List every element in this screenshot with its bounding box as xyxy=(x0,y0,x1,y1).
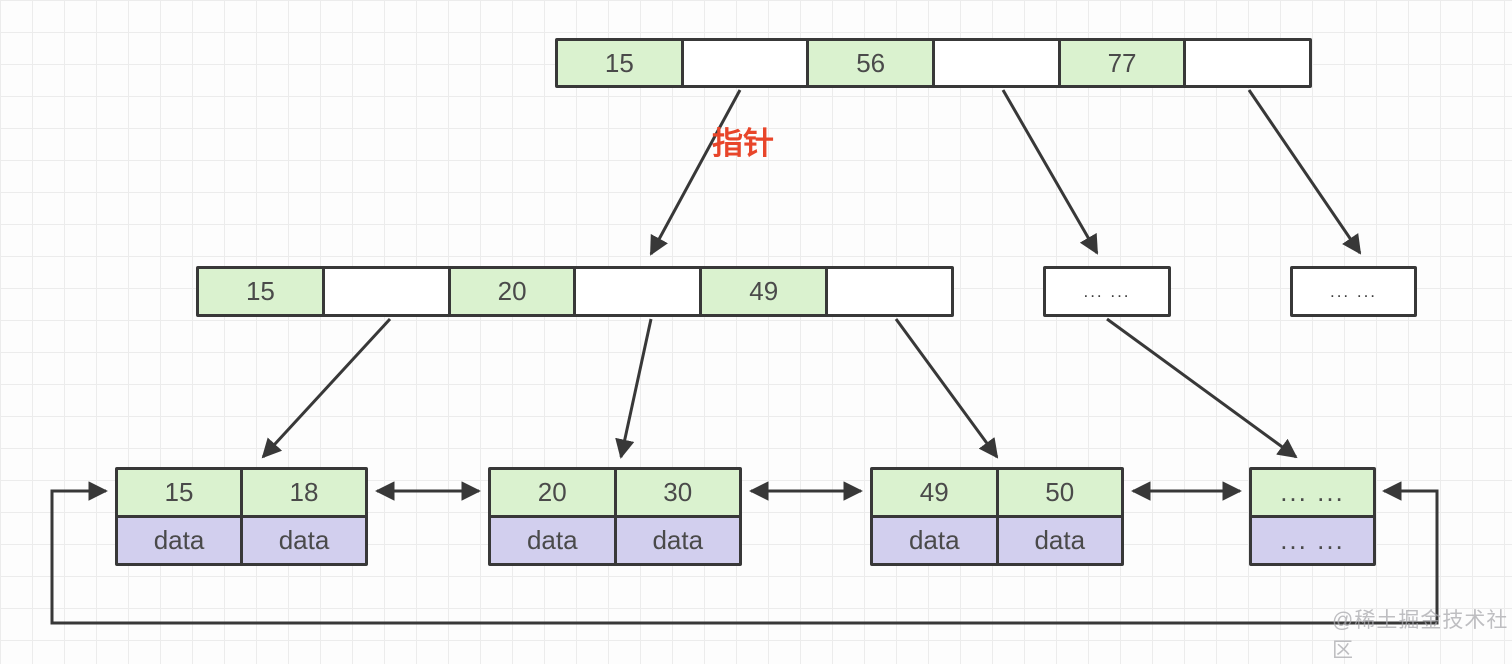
leaf-node-2: 20 30 data data xyxy=(488,467,742,566)
internal-pointer-cell xyxy=(576,269,700,314)
arrow-root-to-more-right xyxy=(1247,89,1362,255)
root-pointer-cell xyxy=(683,41,807,85)
leaf-data-cell: data xyxy=(998,518,1121,563)
ellipsis-cell: ... ... xyxy=(1293,269,1414,314)
leaf-node-1: 15 18 data data xyxy=(115,467,368,566)
leaf-key-cell: 50 xyxy=(998,470,1121,515)
internal-key-cell: 15 xyxy=(199,269,322,314)
leaf-key-cell: 49 xyxy=(873,470,996,515)
leaf-node-3: 49 50 data data xyxy=(870,467,1124,566)
leaf-key-cell: 18 xyxy=(243,470,365,515)
internal-pointer-cell xyxy=(828,269,951,314)
internal-pointer-cell xyxy=(324,269,448,314)
leaf-data-cell: data xyxy=(491,518,614,563)
arrow-more-left-to-leaf4 xyxy=(1106,317,1298,459)
root-pointer-cell xyxy=(935,41,1058,85)
leaf-ellipsis-data-cell: ... ... xyxy=(1252,518,1373,563)
arrow-internal-to-leaf2 xyxy=(615,318,653,459)
leaf-data-cell: data xyxy=(243,518,365,563)
internal-node: 15 20 49 xyxy=(196,266,954,317)
root-key-cell: 15 xyxy=(558,41,681,85)
internal-key-cell: 49 xyxy=(702,269,826,314)
arrow-root-to-internal xyxy=(649,89,742,256)
root-key-cell: 56 xyxy=(809,41,933,85)
leaf-data-cell: data xyxy=(118,518,240,563)
root-pointer-cell xyxy=(1186,41,1310,85)
watermark: @稀土掘金技术社区 xyxy=(1332,609,1509,662)
pointer-label: 指针 xyxy=(712,126,774,161)
leaf-key-cell: 15 xyxy=(118,470,240,515)
leaf-data-cell: data xyxy=(873,518,996,563)
leaf-data-cell: data xyxy=(616,518,739,563)
arrow-root-to-more-left xyxy=(1001,89,1099,255)
root-key-cell: 77 xyxy=(1060,41,1184,85)
leaf-node-4: ... ... ... ... xyxy=(1249,467,1376,566)
internal-more-node-left: ... ... xyxy=(1043,266,1171,317)
leaf-key-cell: 30 xyxy=(616,470,739,515)
internal-key-cell: 20 xyxy=(450,269,574,314)
ellipsis-cell: ... ... xyxy=(1046,269,1168,314)
internal-more-node-right: ... ... xyxy=(1290,266,1417,317)
root-node: 15 56 77 xyxy=(555,38,1312,88)
arrow-internal-to-leaf1 xyxy=(261,317,392,459)
leaf-key-cell: 20 xyxy=(491,470,614,515)
leaf-ellipsis-key-cell: ... ... xyxy=(1252,470,1373,515)
arrow-internal-to-leaf3 xyxy=(894,318,999,459)
